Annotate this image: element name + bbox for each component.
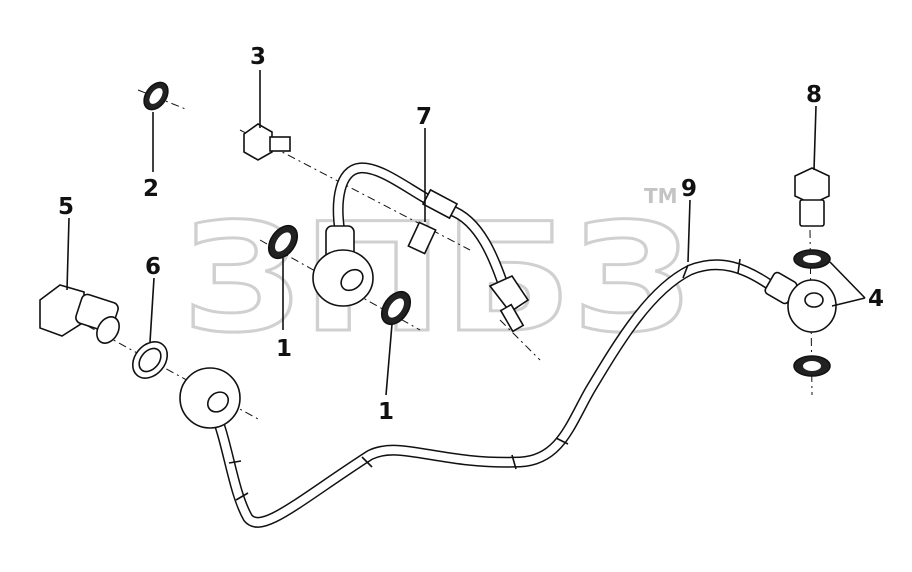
banjo-fitting-upper	[312, 225, 374, 307]
clamp-bracket	[407, 221, 437, 255]
callout-6: 6	[145, 254, 161, 280]
fuel-pipe-long	[206, 258, 776, 528]
callout-1-upper: 1	[276, 336, 292, 362]
washer-1-lower	[380, 290, 412, 326]
callout-5: 5	[58, 194, 74, 220]
callout-7: 7	[416, 104, 432, 130]
pipe-nipple	[499, 303, 525, 333]
pipe-nut	[488, 274, 530, 314]
callout-3: 3	[250, 44, 266, 70]
washer-4-upper	[793, 249, 831, 269]
washer-6	[131, 341, 169, 379]
fuel-pipe-short	[332, 162, 530, 333]
washer-4-lower	[793, 355, 831, 377]
leader-lines	[66, 70, 866, 396]
callout-4: 4	[868, 286, 884, 312]
banjo-fitting-lower	[179, 367, 241, 429]
callout-9: 9	[681, 176, 697, 202]
banjo-fitting-right	[764, 271, 837, 333]
watermark-trademark: TM	[644, 184, 678, 208]
callout-labels: 3 2 7 5 6 1 1 8 9 4	[58, 44, 884, 425]
banjo-bolt-3	[243, 123, 291, 161]
watermark: ЗПБЗ TM	[181, 184, 694, 368]
bolt-8	[794, 167, 830, 227]
watermark-text: ЗПБЗ	[182, 192, 692, 366]
callout-8: 8	[806, 82, 822, 108]
washer-1-upper	[267, 224, 299, 260]
callout-2: 2	[143, 176, 159, 202]
banjo-bolt-5	[39, 284, 120, 344]
washers	[131, 81, 831, 379]
callout-1-lower: 1	[378, 399, 394, 425]
pipe-clamp	[421, 188, 459, 220]
washer-2	[143, 81, 169, 111]
